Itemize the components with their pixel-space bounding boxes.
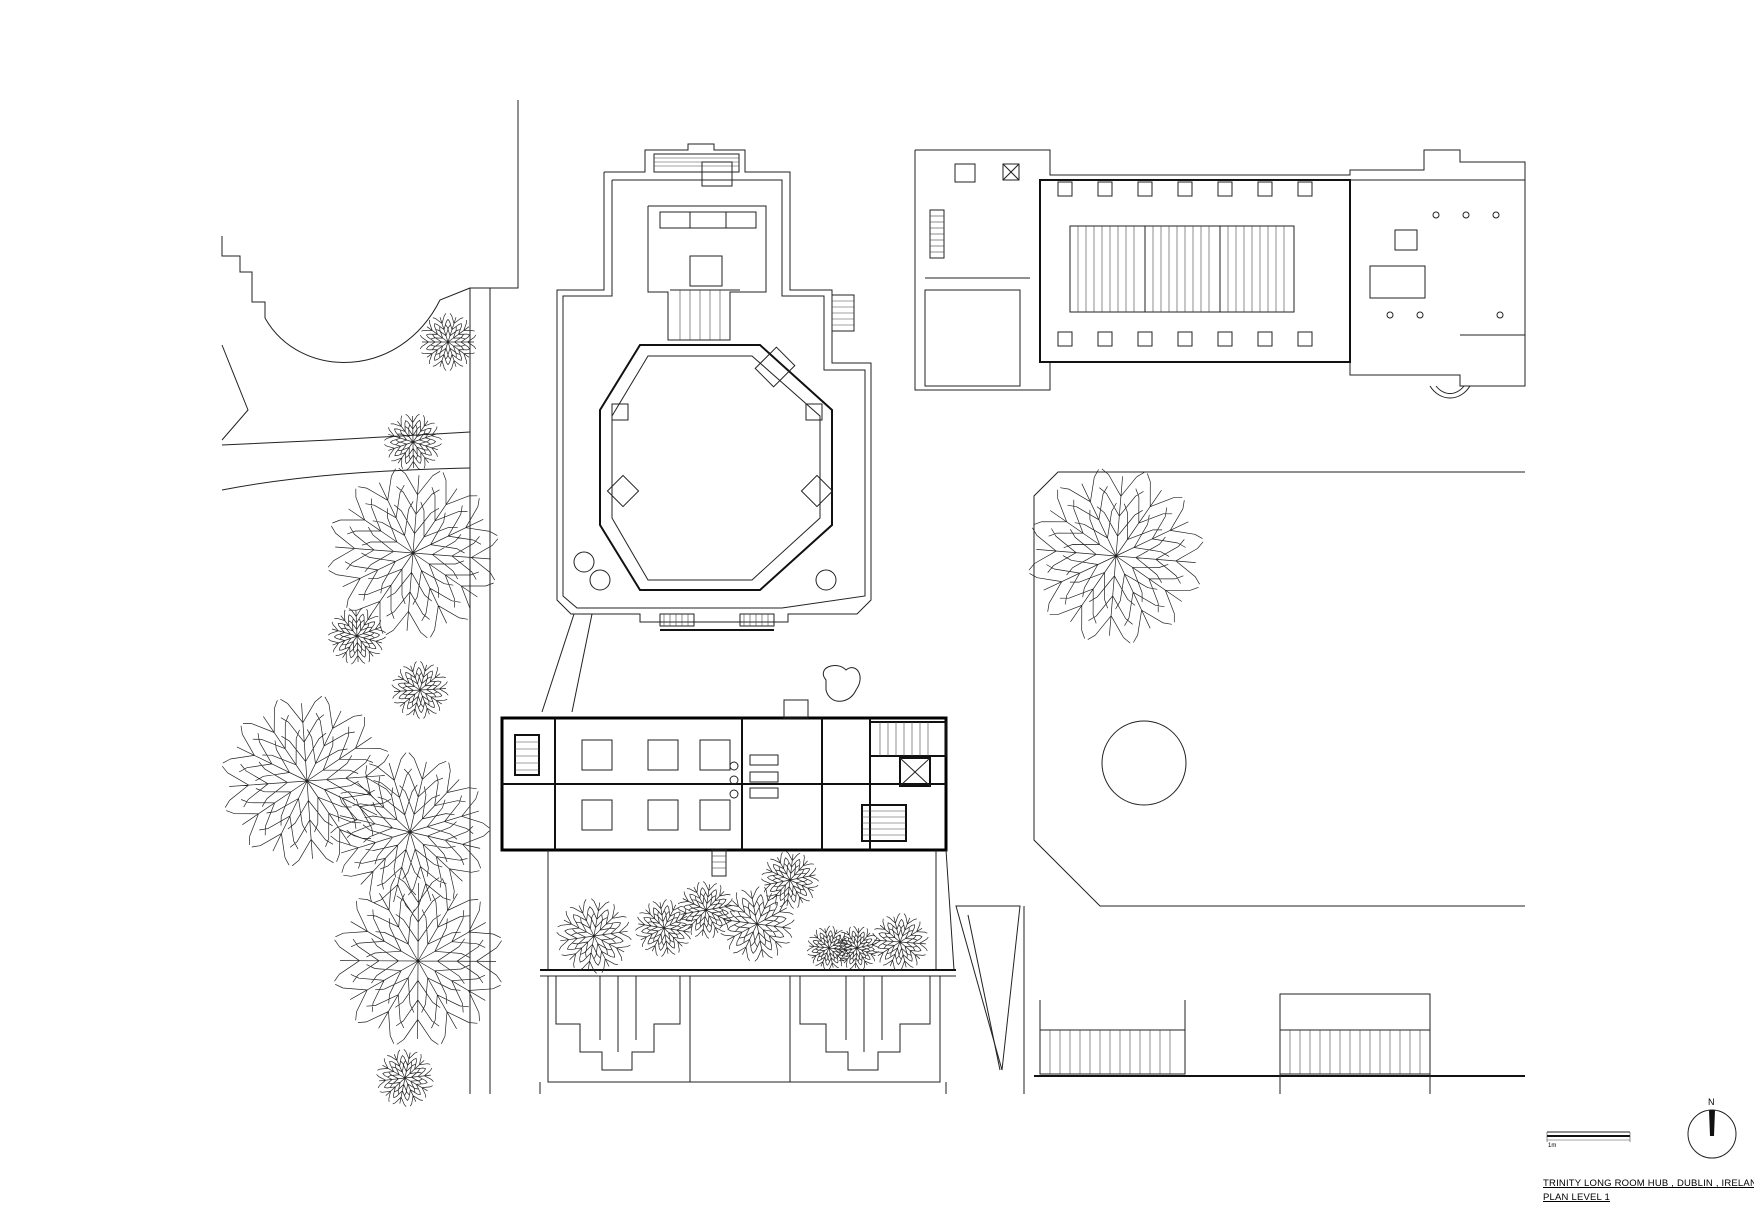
scale-bar-label: 1m: [1548, 1143, 1557, 1149]
trees: [221, 313, 1204, 1107]
window-bays: [1057, 181, 1313, 347]
tree-icon: [334, 877, 502, 1045]
long-room-hub-building: [500, 665, 948, 877]
railings: [1034, 993, 1525, 1094]
tree-icon: [391, 661, 449, 719]
tree-icon: [376, 1049, 434, 1107]
tree-icon: [677, 881, 735, 939]
tree-icon: [221, 695, 393, 867]
tree-icon: [1028, 468, 1204, 644]
south-courtyard: [539, 849, 1025, 1094]
tree-icon: [328, 607, 386, 665]
tree-icon: [834, 925, 880, 971]
book-stacks: [1077, 226, 1285, 312]
tree-icon: [635, 899, 693, 957]
tree-icon: [384, 413, 442, 471]
octagonal-building: [541, 143, 872, 713]
project-title: TRINITY LONG ROOM HUB , DUBLIN , IRELAND: [1543, 1178, 1754, 1189]
central-circle: [1101, 720, 1187, 806]
north-label: N: [1708, 1097, 1715, 1107]
long-room-building: [914, 149, 1526, 399]
sheet-title: PLAN LEVEL 1: [1543, 1192, 1611, 1203]
tree-icon: [761, 851, 819, 909]
tree-icon: [419, 313, 477, 371]
tree-icon: [330, 752, 490, 912]
scale-bar-icon: [1546, 1131, 1631, 1142]
north-arrow-icon: [1687, 1109, 1737, 1159]
title-block: TRINITY LONG ROOM HUB , DUBLIN , IRELAND…: [1543, 1177, 1754, 1205]
quad-lawn: [1033, 471, 1525, 907]
west-site-lines: [221, 100, 519, 1094]
tree-icon: [327, 467, 499, 639]
railing-bars: [1049, 1030, 1421, 1074]
tree-icon: [556, 898, 632, 974]
tree-icon: [719, 886, 795, 962]
tree-icon: [871, 913, 929, 971]
